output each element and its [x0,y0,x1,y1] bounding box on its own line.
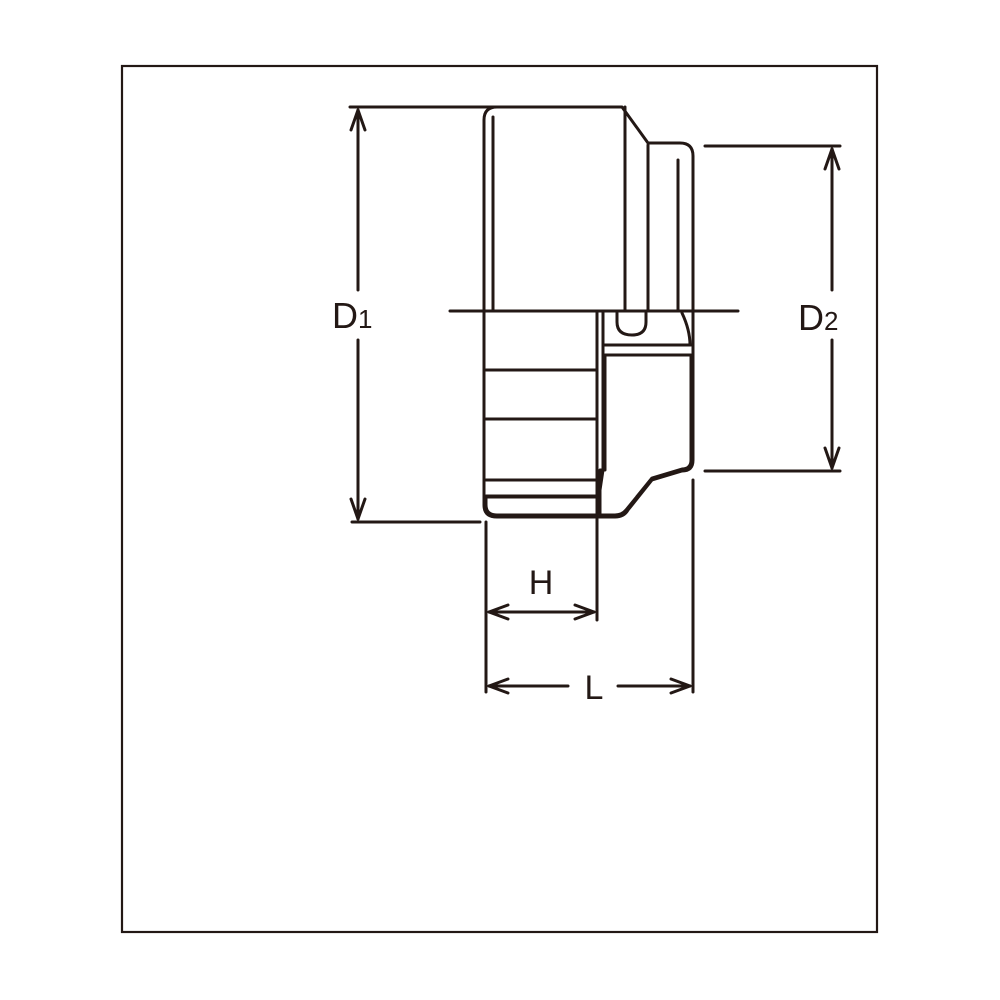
dimension-h: H [484,520,596,694]
dimension-l: L [487,478,695,707]
frame-border [120,64,879,934]
d1-label: D1 [332,295,372,336]
hatched-section-bottom [484,495,599,517]
socket-body [348,105,740,622]
dimension-d1: D1 [332,108,482,524]
hatched-section-right [598,353,693,517]
l-label: L [585,669,604,707]
h-label: H [529,564,554,602]
dimension-d2: D2 [703,144,842,473]
d2-label: D2 [798,297,838,338]
